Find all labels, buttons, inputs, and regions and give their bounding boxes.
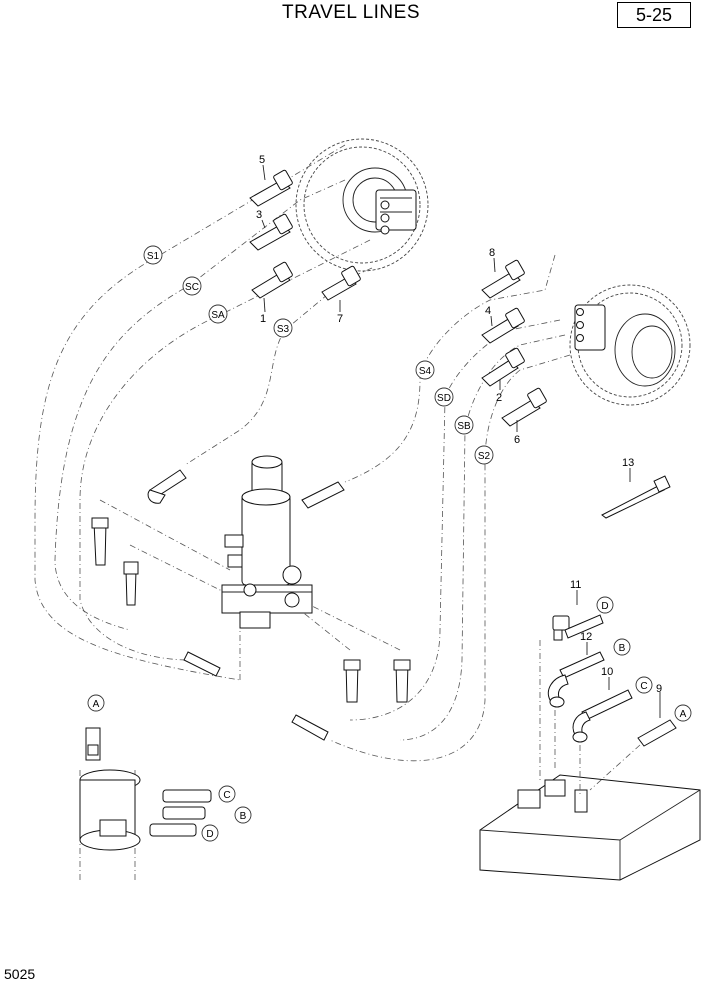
cable-tie [601, 475, 671, 519]
part-label-10: 10 [601, 666, 613, 678]
port-tag-c-right: C [640, 681, 647, 692]
line-tag-sd: SD [437, 393, 451, 404]
part-label-5: 5 [259, 154, 265, 166]
port-tag-c-left: C [223, 790, 230, 801]
part-label-11: 11 [570, 579, 581, 591]
line-tag-s4: S4 [419, 366, 432, 377]
part-labels: 5 3 1 7 8 4 2 6 13 11 12 10 9 [256, 154, 662, 718]
line-tag-s1: S1 [147, 251, 160, 262]
line-tag-sb: SB [457, 421, 471, 432]
part-label-7: 7 [337, 313, 343, 325]
port-tag-a-left: A [93, 699, 100, 710]
line-tag-sa: SA [211, 310, 225, 321]
part-label-9: 9 [656, 683, 662, 695]
line-tag-s2: S2 [478, 451, 491, 462]
port-tag-d-left: D [206, 829, 213, 840]
port-tag-b-right: B [619, 643, 626, 654]
port-tag-a-right: A [680, 709, 687, 720]
left-travel-motor [295, 138, 429, 272]
part-label-13: 13 [622, 457, 634, 469]
swivel-joint [147, 455, 345, 629]
port-detail-left [79, 727, 212, 880]
port-tags: A C B D D B C A [87, 596, 692, 842]
line-tag-s3: S3 [277, 324, 290, 335]
part-label-12: 12 [580, 631, 592, 643]
part-label-2: 2 [496, 392, 502, 404]
part-label-8: 8 [489, 247, 495, 259]
line-tag-sc: SC [185, 282, 199, 293]
hose-routing [34, 144, 571, 762]
part-label-1: 1 [260, 313, 266, 325]
part-label-4: 4 [485, 305, 491, 317]
control-valve-detail [479, 614, 701, 881]
page-title: TRAVEL LINES [282, 2, 420, 23]
page-number-box: 5-25 [617, 2, 691, 28]
upper-fittings [249, 169, 547, 427]
port-tag-d-right: D [601, 601, 608, 612]
lower-fittings [91, 517, 411, 741]
right-travel-motor [569, 284, 691, 406]
port-tag-b-left: B [240, 811, 247, 822]
part-label-3: 3 [256, 209, 262, 221]
line-tags: S1 SC SA S3 S4 SD SB S2 [143, 245, 494, 465]
figure-code: 5025 [4, 966, 36, 982]
part-label-6: 6 [514, 434, 520, 446]
